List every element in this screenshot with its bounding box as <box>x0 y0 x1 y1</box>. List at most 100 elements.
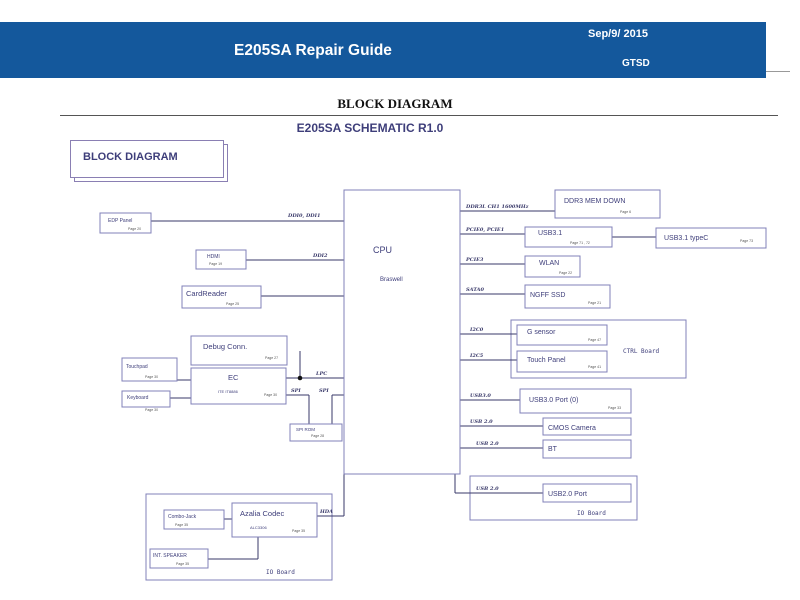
lpc-junction-dot <box>297 375 303 381</box>
ec-chip: ITE IT8886 <box>218 389 239 394</box>
signal-gsensor: I2C0 <box>469 327 484 333</box>
signal-spi-b: SPI <box>319 388 329 394</box>
touchpad-label: Touchpad <box>126 364 148 370</box>
cmos-camera-label: CMOS Camera <box>548 425 596 432</box>
block-diagram-tag-label: BLOCK DIAGRAM <box>83 151 178 163</box>
signal-ssd: SATA0 <box>466 287 485 293</box>
signal-spi-a: SPI <box>291 388 301 394</box>
ec-label: EC <box>228 373 239 382</box>
hdmi-label: HDMI <box>207 254 220 260</box>
ctrl-board-label: CTRL Board <box>623 348 660 355</box>
signal-ddr3: DDR3L CH1 1600MHz <box>465 204 529 210</box>
keyboard-block <box>121 390 171 408</box>
header-rule <box>766 71 790 72</box>
signal-usb31: PCIE0, PCIE1 <box>465 227 504 233</box>
azalia-codec-label: Azalia Codec <box>240 509 284 518</box>
combo-jack-page: Page 35 <box>175 523 188 527</box>
signal-usb20: USB 2.0 <box>476 486 499 492</box>
edp-panel-block <box>99 212 152 234</box>
signal-cmos: USB 2.0 <box>470 419 493 425</box>
block-diagram-tag: BLOCK DIAGRAM <box>70 140 224 178</box>
touch-panel-page: Page 41 <box>588 365 601 369</box>
guide-department: GTSD <box>622 58 650 69</box>
keyboard-page: Page 30 <box>145 408 158 412</box>
bt-block <box>542 439 632 459</box>
wlan-page: Page 22 <box>559 271 572 275</box>
cardreader-page: Page 25 <box>226 302 239 306</box>
azalia-codec-page: Page 35 <box>292 529 305 533</box>
ngff-ssd-block <box>524 284 611 309</box>
signal-edp: DDI0, DDI1 <box>287 213 320 219</box>
cardreader-block <box>181 285 262 309</box>
touchpad-page: Page 30 <box>145 375 158 379</box>
usb20-port-block <box>542 483 632 503</box>
combo-jack-label: Combo-Jack <box>168 514 197 520</box>
debug-conn-page: Page 27 <box>265 356 278 360</box>
cmos-camera-block <box>542 417 632 436</box>
cpu-model: Braswell <box>380 277 403 283</box>
ddr3-page: Page 6 <box>620 210 631 214</box>
usb31-typec-page: Page 73 <box>740 239 753 243</box>
usb31-page: Page 71 , 72 <box>570 241 590 245</box>
hdmi-block <box>195 249 247 270</box>
usb31-typec-label: USB3.1 typeC <box>664 235 708 242</box>
cardreader-label: CardReader <box>186 289 227 298</box>
signal-wires <box>151 210 656 560</box>
usb20-port-label: USB2.0 Port <box>548 491 587 498</box>
ec-block <box>190 367 287 405</box>
int-speaker-label: INT. SPEAKER <box>153 553 187 559</box>
touch-panel-label: Touch Panel <box>527 357 566 364</box>
touch-panel-block <box>516 350 608 373</box>
signal-lpc: LPC <box>315 371 327 377</box>
section-title: BLOCK DIAGRAM <box>337 96 453 111</box>
ngff-ssd-label: NGFF SSD <box>530 292 565 299</box>
ddr3-block <box>554 189 661 219</box>
signal-bt: USB 2.0 <box>476 441 499 447</box>
combo-jack-block <box>163 509 225 530</box>
spi-rom-page: Page 28 <box>311 434 324 438</box>
cpu-label: CPU <box>373 245 392 255</box>
usb30-port-page: Page 33 <box>608 406 621 410</box>
header-banner: E205SA Repair Guide Sep/9/ 2015 GTSD <box>0 22 766 78</box>
usb31-typec-block <box>655 227 767 249</box>
schematic-title: E205SA SCHEMATIC R1.0 <box>296 121 444 135</box>
keyboard-label: Keyboard <box>127 395 149 401</box>
wlan-label: WLAN <box>539 260 559 267</box>
g-sensor-page: Page 47 <box>588 338 601 342</box>
edp-panel-label: EDP Panel <box>108 218 132 224</box>
spi-rom-label: SPI ROM <box>296 427 315 432</box>
spi-rom-block <box>289 423 343 442</box>
usb30-port-label: USB3.0 Port (0) <box>529 397 578 404</box>
bt-label: BT <box>548 446 558 453</box>
int-speaker-page: Page 35 <box>176 562 189 566</box>
signal-usb30: USB3.0 <box>470 393 491 399</box>
g-sensor-label: G sensor <box>527 329 556 336</box>
ngff-ssd-page: Page 21 <box>588 301 601 305</box>
signal-touch-panel: I2C5 <box>469 353 484 359</box>
hdmi-page: Page 19 <box>209 262 222 266</box>
usb31-block <box>524 226 613 248</box>
ddr3-label: DDR3 MEM DOWN <box>564 198 625 205</box>
int-speaker-block <box>149 548 209 569</box>
ec-page: Page 30 <box>264 393 277 397</box>
usb31-label: USB3.1 <box>538 230 562 237</box>
azalia-codec-chip: ALC3306 <box>250 525 267 530</box>
signal-hda: HDA <box>319 509 333 515</box>
azalia-codec-block <box>231 502 318 538</box>
debug-conn-label: Debug Conn. <box>203 342 247 351</box>
io-board-left-label: IO Board <box>266 569 295 576</box>
cpu-block <box>343 189 461 475</box>
g-sensor-block <box>516 324 608 346</box>
signal-hdmi: DDI2 <box>312 253 328 259</box>
section-divider <box>60 115 778 116</box>
io-board-right-label: IO Board <box>577 510 606 517</box>
edp-panel-page: Page 20 <box>128 227 141 231</box>
wlan-block <box>524 255 581 278</box>
debug-conn-block <box>190 335 288 366</box>
usb30-port-block <box>519 388 632 414</box>
touchpad-block <box>121 357 178 382</box>
guide-title: E205SA Repair Guide <box>234 42 392 59</box>
guide-date: Sep/9/ 2015 <box>588 28 648 40</box>
signal-wlan: PCIE3 <box>465 257 484 263</box>
